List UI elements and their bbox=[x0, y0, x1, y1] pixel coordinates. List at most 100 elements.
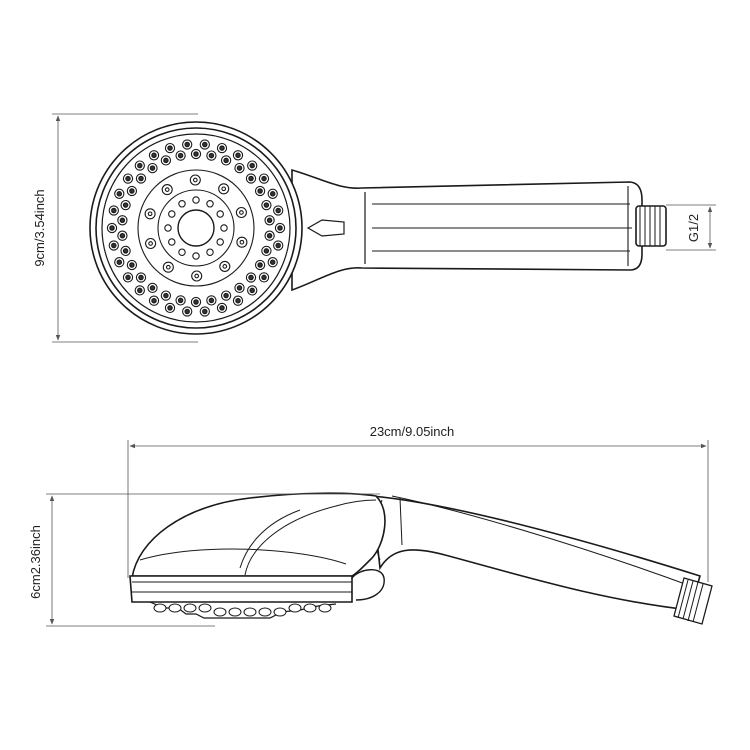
outer-nozzle-core bbox=[167, 145, 173, 151]
outer-nozzle-core bbox=[236, 285, 243, 291]
outer-nozzle-core bbox=[261, 175, 267, 182]
side-nozzle-bump bbox=[243, 607, 257, 617]
inner-nozzle bbox=[192, 196, 200, 204]
outer-nozzle-core bbox=[193, 299, 199, 305]
side-nozzle-bump bbox=[228, 607, 242, 617]
outer-nozzle-core bbox=[184, 308, 190, 315]
outer-nozzle-core bbox=[184, 141, 190, 148]
outer-nozzle-core bbox=[111, 207, 117, 214]
side-nozzle-bump bbox=[258, 607, 272, 617]
side-nozzle-bump bbox=[273, 607, 287, 617]
flower-nozzle-core bbox=[239, 210, 244, 215]
outer-nozzle-core bbox=[137, 287, 143, 294]
flower-nozzle-core bbox=[221, 186, 227, 192]
flower-nozzle-core bbox=[222, 264, 228, 269]
outer-nozzle-core bbox=[269, 259, 276, 265]
outer-nozzle-core bbox=[236, 165, 243, 171]
depth-label: 6cm2.36inch bbox=[28, 525, 43, 599]
height-label: 9cm/3.54inch bbox=[32, 189, 47, 266]
outer-nozzle-core bbox=[208, 297, 215, 304]
inner-nozzle-ring bbox=[164, 196, 228, 260]
length-label: 23cm/9.05inch bbox=[370, 424, 455, 439]
outer-nozzle-core bbox=[177, 297, 184, 304]
outer-nozzle-core bbox=[275, 242, 281, 249]
outer-nozzle-core bbox=[257, 188, 263, 194]
side-head-line bbox=[244, 499, 377, 576]
outer-nozzle-core bbox=[266, 217, 273, 224]
outer-nozzle-core bbox=[122, 248, 129, 254]
inner-nozzle bbox=[206, 248, 214, 256]
middle-nozzle-ring bbox=[144, 174, 248, 282]
selector-notch bbox=[306, 219, 345, 237]
side-nozzle-bump bbox=[318, 603, 332, 613]
length-dimension bbox=[127, 440, 709, 582]
inner-nozzle bbox=[216, 210, 224, 218]
inner-nozzle bbox=[216, 238, 224, 246]
side-handle bbox=[371, 495, 701, 611]
side-nozzle-bump bbox=[198, 603, 212, 613]
outer-nozzle-core bbox=[109, 225, 115, 231]
outer-nozzle-core bbox=[249, 287, 255, 294]
outer-nozzle-ring bbox=[106, 139, 286, 317]
side-nozzle-bump bbox=[288, 603, 302, 613]
outer-nozzle-core bbox=[138, 175, 144, 182]
outer-nozzle-core bbox=[266, 232, 273, 239]
outer-nozzle-core bbox=[129, 188, 135, 194]
side-thread-connector bbox=[673, 577, 713, 625]
flower-nozzle-core bbox=[148, 241, 153, 246]
inner-nozzle bbox=[168, 238, 176, 246]
inner-nozzle bbox=[178, 248, 186, 256]
outer-nozzle-core bbox=[235, 297, 241, 304]
outer-nozzle-core bbox=[235, 152, 241, 159]
outer-nozzle-core bbox=[129, 262, 135, 268]
side-hook bbox=[351, 569, 385, 601]
side-view bbox=[129, 492, 701, 619]
outer-nozzle-core bbox=[149, 165, 156, 171]
outer-nozzle-core bbox=[277, 225, 283, 231]
outer-nozzle-core bbox=[202, 141, 208, 148]
outer-nozzle-core bbox=[122, 202, 129, 208]
flower-nozzle-core bbox=[194, 273, 200, 279]
outer-nozzle-core bbox=[177, 152, 184, 159]
flower-nozzle-core bbox=[239, 239, 245, 245]
flower-nozzle-core bbox=[164, 187, 170, 192]
outer-nozzle-core bbox=[263, 248, 270, 254]
outer-nozzle-core bbox=[193, 151, 199, 157]
side-handle-line bbox=[391, 495, 697, 589]
outer-nozzle-core bbox=[249, 162, 255, 169]
outer-nozzle-core bbox=[202, 308, 208, 315]
inner-nozzle bbox=[206, 200, 214, 208]
outer-nozzle-core bbox=[125, 274, 131, 281]
outer-nozzle-core bbox=[219, 145, 225, 151]
thread-dimension bbox=[666, 204, 716, 251]
inner-nozzle bbox=[220, 224, 228, 232]
inner-nozzle bbox=[192, 252, 200, 260]
outer-nozzle-core bbox=[219, 305, 225, 311]
outer-nozzle-core bbox=[248, 274, 254, 281]
side-handle-line bbox=[399, 497, 403, 546]
head-ring-5 bbox=[157, 189, 235, 267]
side-nozzle-bump bbox=[213, 607, 227, 617]
outer-nozzle-core bbox=[119, 232, 126, 239]
outer-nozzle-core bbox=[275, 207, 281, 214]
outer-nozzle-core bbox=[163, 292, 169, 299]
outer-nozzle-core bbox=[138, 274, 144, 281]
outer-nozzle-core bbox=[119, 217, 126, 224]
side-nozzle-bump bbox=[153, 603, 167, 613]
outer-nozzle-core bbox=[151, 297, 157, 304]
outer-nozzle-core bbox=[269, 191, 276, 197]
outer-nozzle-core bbox=[248, 175, 254, 182]
flower-nozzle-core bbox=[192, 177, 198, 183]
side-nozzle-bumps bbox=[153, 603, 332, 617]
thread-label: G1/2 bbox=[686, 214, 701, 242]
outer-nozzle-core bbox=[263, 202, 270, 208]
outer-nozzle-core bbox=[151, 152, 157, 159]
thread-lines bbox=[639, 206, 661, 246]
inner-nozzle bbox=[168, 210, 176, 218]
flower-nozzle-core bbox=[165, 264, 171, 270]
outer-nozzle-core bbox=[149, 285, 156, 291]
head-ring-3 bbox=[101, 133, 291, 323]
inner-nozzle bbox=[178, 200, 186, 208]
outer-nozzle-core bbox=[116, 191, 123, 197]
